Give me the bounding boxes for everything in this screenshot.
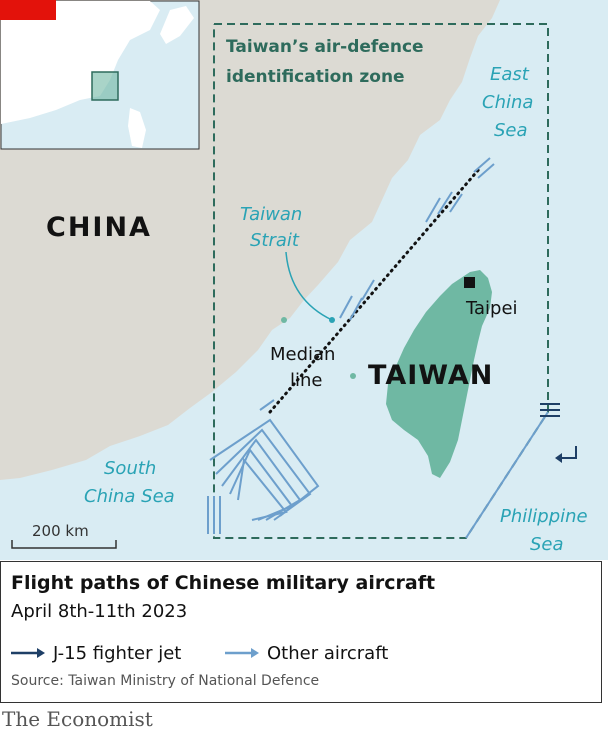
other-aircraft-paths [207, 157, 549, 539]
flight-path-north [477, 163, 495, 179]
taipei-marker [464, 277, 475, 288]
median-line [268, 166, 482, 414]
map-canvas: Taiwan’s air-defence identification zone… [0, 0, 608, 560]
inset-land-japan [160, 6, 194, 44]
flight-path-north [425, 197, 441, 223]
flight-path-strait [339, 295, 353, 319]
flight-path-sw [259, 399, 275, 411]
inset-adiz-box [91, 71, 119, 101]
east-china-sea-label-2: China [482, 92, 533, 113]
taiwan-label: TAIWAN [368, 360, 493, 391]
adiz-title-line-2: identification zone [226, 67, 405, 87]
median-line-label-2: line [290, 370, 322, 391]
flight-path-north [437, 191, 453, 215]
east-china-sea-label-1: East [490, 64, 530, 85]
j15-paths [540, 403, 577, 463]
median-line-label-1: Median [270, 344, 335, 365]
taiwan-island [386, 270, 492, 478]
flight-path-strait [361, 279, 375, 301]
other-aircraft-arrow-icon [225, 648, 259, 658]
flight-path-strait [349, 297, 363, 321]
taiwan-strait-label-2: Strait [250, 230, 300, 251]
flight-path-loop [229, 448, 294, 521]
south-china-sea-label-1: South [104, 458, 156, 479]
east-china-sea-label-3: Sea [494, 120, 528, 141]
legend-j15-label: J-15 fighter jet [53, 642, 182, 664]
legend-key-other: Other aircraft [225, 641, 388, 665]
strait-callout-dot [329, 317, 335, 323]
legend-source: Source: Taiwan Ministry of National Defe… [11, 673, 320, 689]
inset-map [0, 0, 200, 150]
brand-wordmark: The Economist [2, 707, 153, 731]
legend-key-j15: J-15 fighter jet [11, 641, 181, 665]
scale-bar [11, 540, 117, 549]
inset-land-philippines [128, 108, 146, 148]
adiz-title-line-1: Taiwan’s air-defence [226, 37, 424, 57]
china-label: CHINA [46, 212, 152, 243]
flight-path-loop [237, 457, 288, 521]
inset-land [1, 1, 160, 124]
flight-path-east [465, 411, 549, 539]
taipei-label: Taipei [465, 298, 518, 319]
red-tag [0, 0, 56, 20]
coastal-island [350, 373, 356, 379]
legend-subtitle: April 8th-11th 2023 [11, 601, 188, 622]
j15-arrow-icon [11, 648, 45, 658]
philippine-sea-label-1: Philippine [500, 506, 588, 527]
scale-label: 200 km [32, 522, 89, 540]
flight-path-north [449, 193, 463, 213]
taiwan-strait-label-1: Taiwan [240, 204, 302, 225]
j15-return-path [562, 446, 577, 459]
j15-return-arrowhead [555, 453, 562, 463]
south-china-sea-label-2: China Sea [84, 486, 175, 507]
philippine-sea-label-2: Sea [530, 534, 564, 555]
flight-path-north [473, 157, 491, 173]
coastal-island [281, 317, 287, 323]
legend-title: Flight paths of Chinese military aircraf… [11, 572, 436, 594]
legend-other-label: Other aircraft [267, 642, 389, 664]
strait-callout [285, 251, 333, 321]
legend-panel: Flight paths of Chinese military aircraf… [0, 561, 602, 703]
